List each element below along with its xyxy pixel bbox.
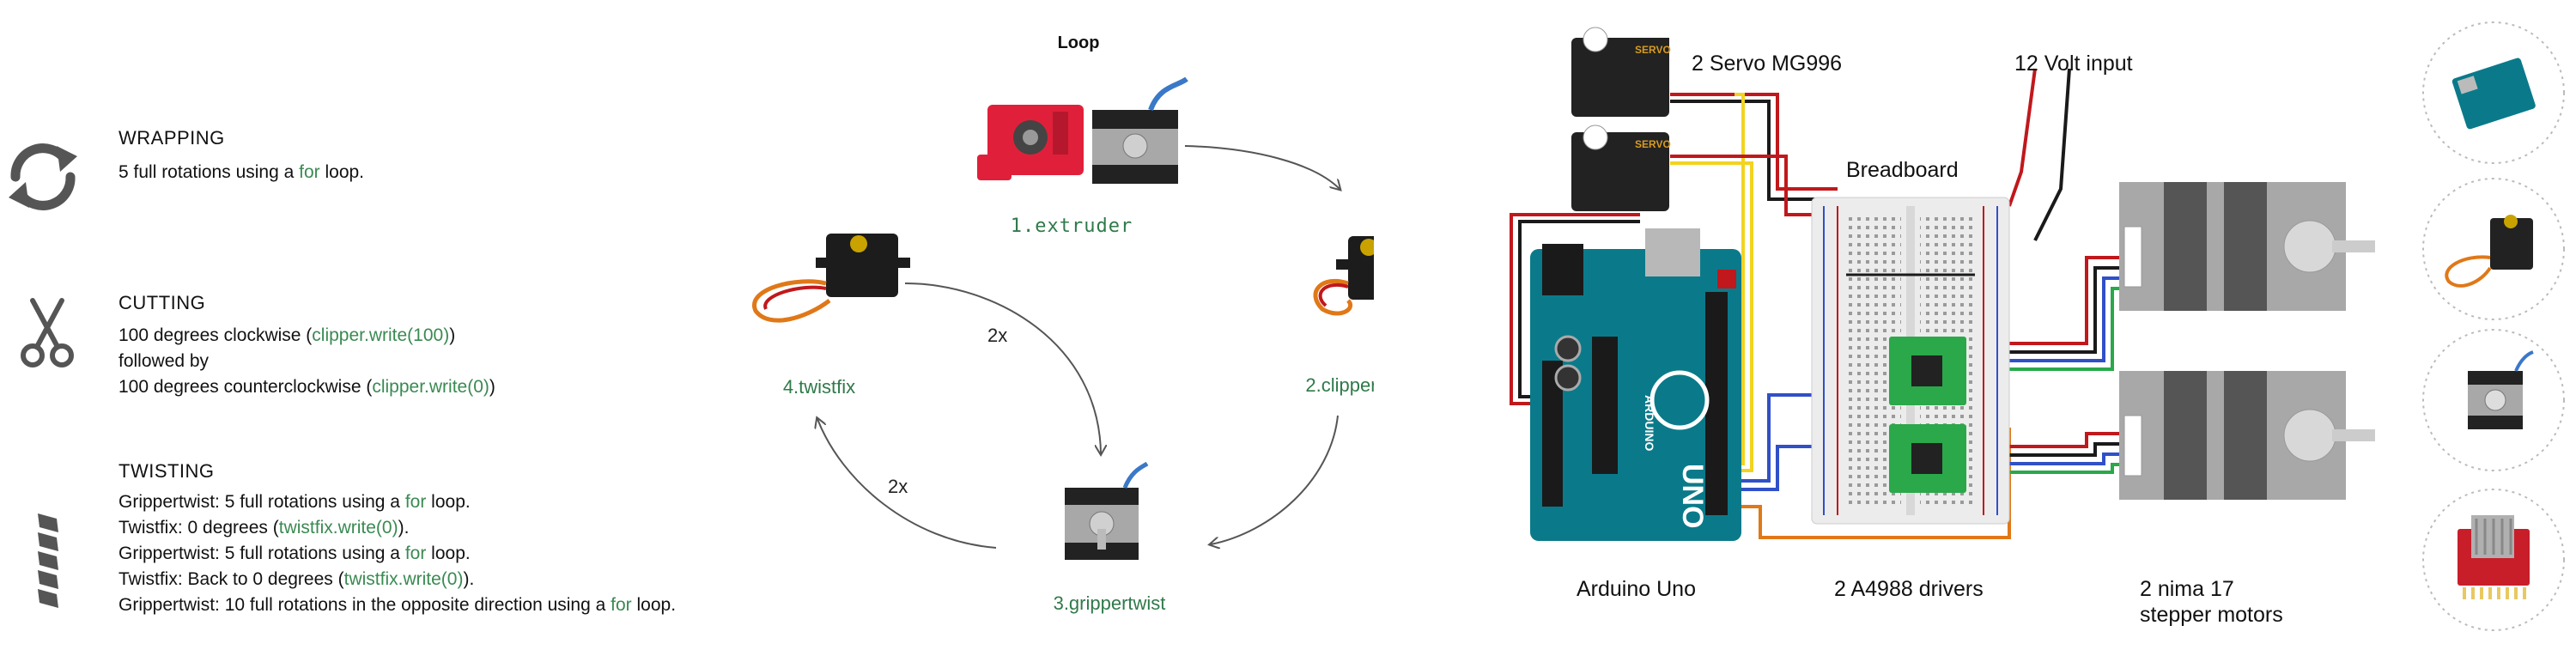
servo-bottom: SERVO <box>1571 125 1671 211</box>
component-thumbnails <box>2422 21 2565 631</box>
loop-node-extruder: 1.extruder <box>1011 216 1133 237</box>
section-line: 100 degrees counterclockwise (clipper.wr… <box>118 377 495 397</box>
servo-brand-top: SERVO <box>1635 44 1671 56</box>
loop-title: Loop <box>1058 33 1100 52</box>
drivers-label: 2 A4988 drivers <box>1834 577 1984 601</box>
stepper-motor-icon <box>2422 329 2565 471</box>
arrow-extruder-to-clipper <box>1184 145 1340 189</box>
extruder-image <box>977 76 1188 184</box>
arduino-board-icon <box>2422 21 2565 164</box>
section-title-twisting: TWISTING <box>118 460 215 482</box>
loop-node-grippertwist: 3.grippertwist <box>1054 592 1166 614</box>
stepper-motor-top <box>2119 182 2375 311</box>
a4988-driver-top <box>1889 337 1966 405</box>
servo-motor-icon <box>2422 178 2565 320</box>
section-text-wrapping: 5 full rotations using a for loop. <box>118 160 364 185</box>
power-label: 12 Volt input <box>2014 52 2133 76</box>
section-line: Grippertwist: 10 full rotations in the o… <box>118 595 677 615</box>
repeat-label-right: 2x <box>987 325 1007 346</box>
section-title-cutting: CUTTING <box>118 292 206 313</box>
stepper-motor-bottom <box>2119 371 2375 500</box>
arduino-brand-text: ARDUINO <box>1643 395 1656 451</box>
motors-label-line2: stepper motors <box>2140 603 2283 627</box>
section-line: Twistfix: Back to 0 degrees (twistfix.wr… <box>118 569 475 589</box>
breadboard-label: Breadboard <box>1846 158 1959 182</box>
a4988-driver-bottom <box>1889 424 1966 493</box>
loop-node-clipper: 2.clipper <box>1305 374 1374 396</box>
servo-brand-bottom: SERVO <box>1635 138 1671 150</box>
grippertwist-stepper-image <box>1065 461 1149 560</box>
section-icon-twisting <box>31 510 65 617</box>
arduino-label: Arduino Uno <box>1577 577 1696 601</box>
twistfix-servo-image <box>752 234 910 323</box>
scissors-icon <box>21 298 74 367</box>
loop-node-twistfix: 4.twistfix <box>783 376 855 398</box>
a4988-driver-icon <box>2422 489 2565 631</box>
arduino-board: UNO ARDUINO <box>1530 228 1741 541</box>
section-line: followed by <box>118 351 210 371</box>
motors-label-line1: 2 nima 17 <box>2140 577 2234 601</box>
arrow-clipper-to-grippertwist <box>1211 415 1339 544</box>
section-line: 5 full rotations using a for loop. <box>118 162 365 182</box>
section-icon-wrapping <box>3 137 82 216</box>
section-icon-cutting <box>17 297 77 369</box>
repeat-label-left: 2x <box>888 476 908 497</box>
section-title-wrapping: WRAPPING <box>118 127 225 149</box>
twisted-rope-icon <box>38 513 58 608</box>
section-text-twisting: Grippertwist: 5 full rotations using a f… <box>118 489 676 618</box>
clipper-servo-image <box>1313 236 1374 316</box>
servo-label: 2 Servo MG996 <box>1692 52 1842 76</box>
arduino-logo-text: UNO <box>1676 464 1709 529</box>
wiring-diagram: SERVO SERVO 2 Servo MG996 12 Volt input … <box>1510 27 2375 627</box>
section-line: Grippertwist: 5 full rotations using a f… <box>118 492 471 512</box>
arrow-twistfix-to-grippertwist <box>904 282 1101 453</box>
servo-top: SERVO <box>1571 27 1671 117</box>
loop-diagram: Loop 1.extruder 2.clipper 3.grippertwist <box>752 33 1374 614</box>
refresh-icon <box>9 143 77 210</box>
arrow-grippertwist-to-twistfix <box>817 419 997 549</box>
section-line: Grippertwist: 5 full rotations using a f… <box>118 544 471 563</box>
section-text-cutting: 100 degrees clockwise (clipper.write(100… <box>118 323 495 400</box>
section-line: 100 degrees clockwise (clipper.write(100… <box>118 325 456 345</box>
section-line: Twistfix: 0 degrees (twistfix.write(0)). <box>118 518 410 538</box>
